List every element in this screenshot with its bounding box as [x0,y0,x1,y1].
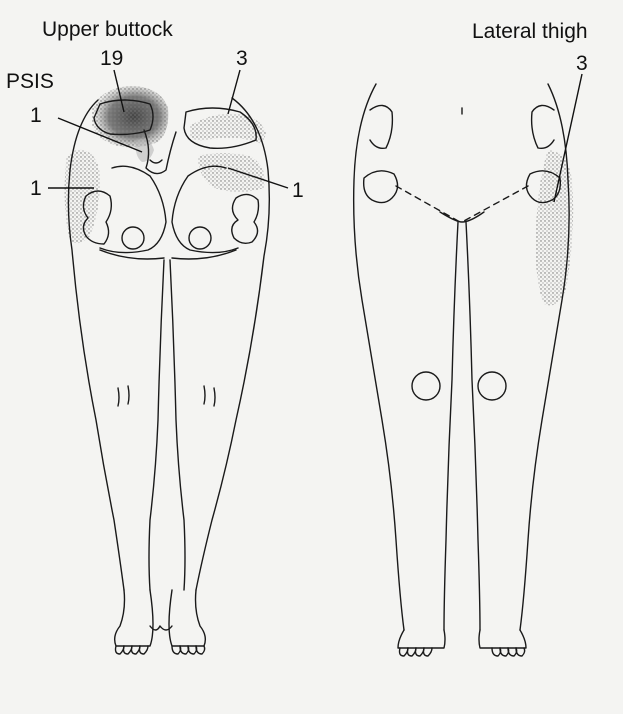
leader-iliac-crest [228,70,240,114]
count-right-buttock: 1 [292,179,304,202]
shaded-areas [65,86,573,305]
count-upper-buttock: 19 [100,47,123,70]
anterior-left-contour [354,84,404,630]
label-lateral-thigh: Lateral thigh [472,20,588,43]
right-buttock-area [198,153,265,192]
label-psis: PSIS [6,70,54,93]
label-upper-buttock: Upper buttock [42,18,173,41]
count-psis: 1 [30,104,42,127]
anterior-figure [354,84,569,656]
count-left-lateral-buttock: 1 [30,177,42,200]
count-right-iliac-crest: 3 [236,47,248,70]
count-lateral-thigh: 3 [576,52,588,75]
upper-buttock-stipple [92,86,168,147]
